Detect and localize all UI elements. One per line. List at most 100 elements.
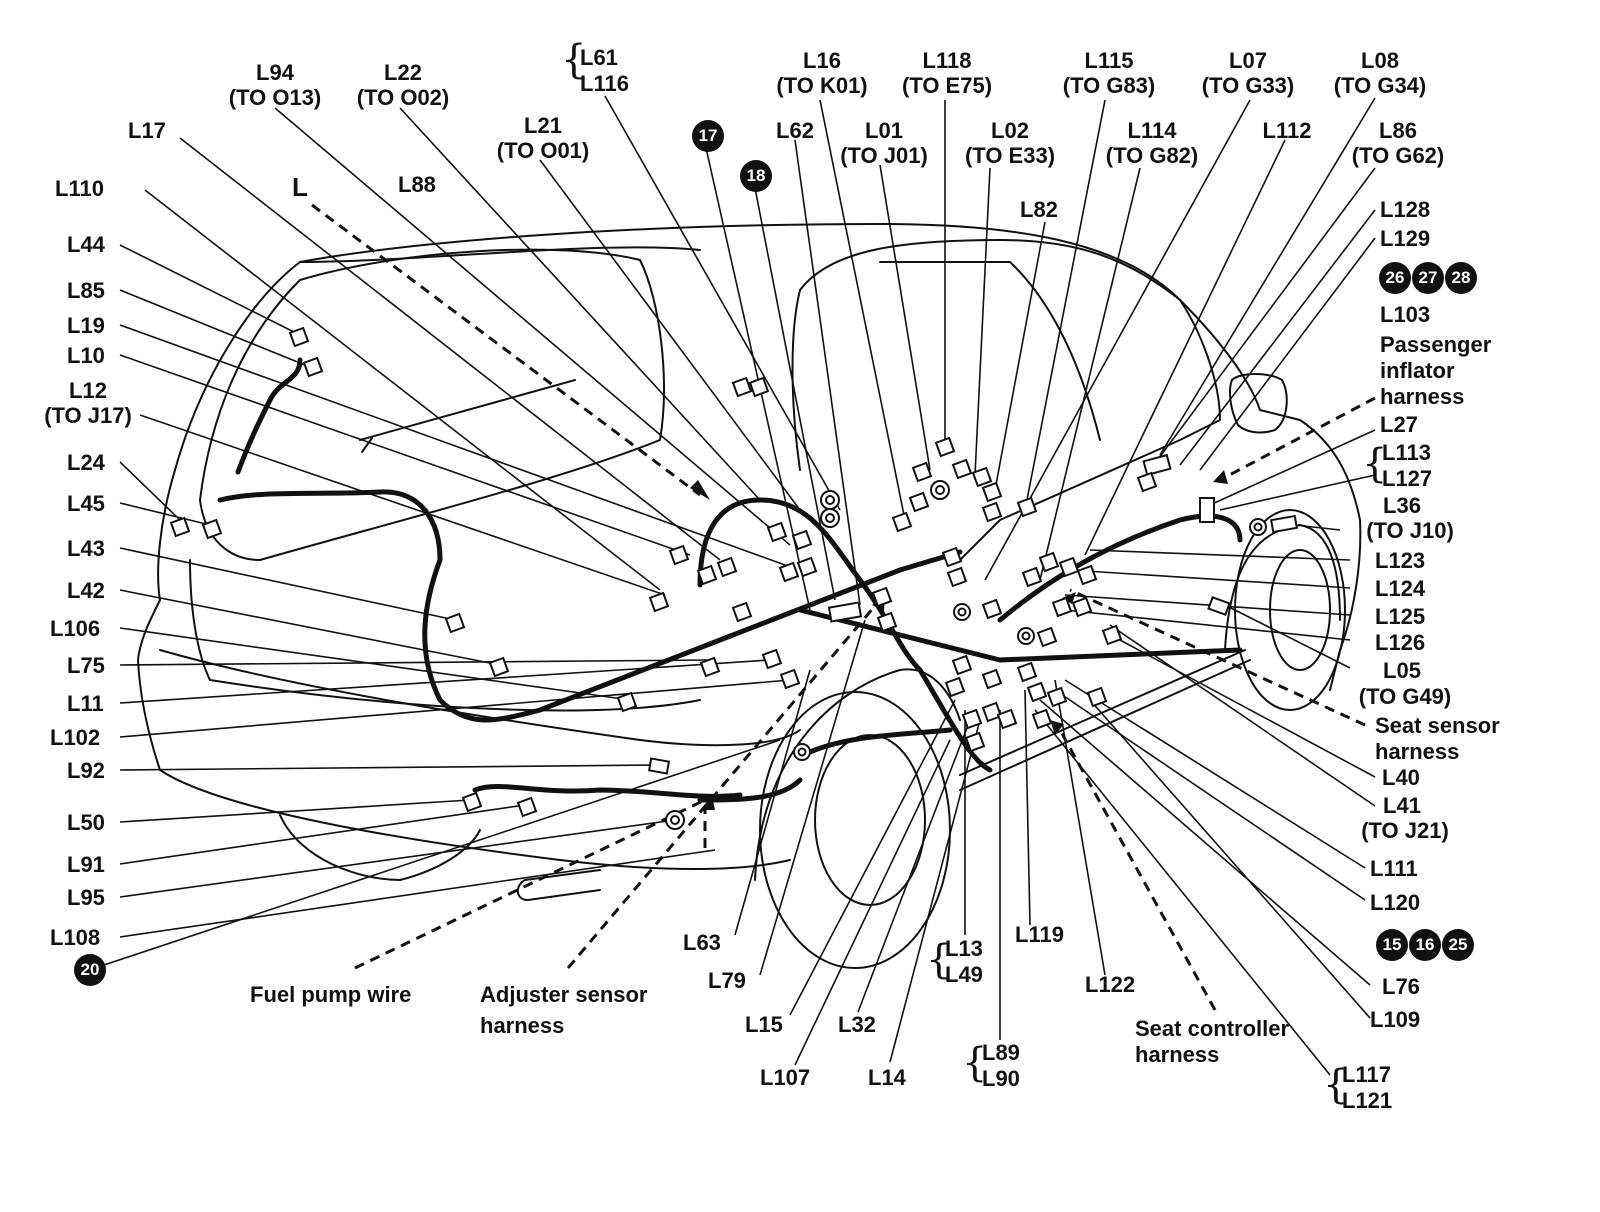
side-mirror [1229, 373, 1288, 434]
harness-front [997, 513, 1243, 623]
brace-icon: { [926, 937, 952, 983]
connector-icon [1046, 686, 1068, 708]
label-seat-sensor-line2: harness [1375, 739, 1460, 764]
lower-sill-2 [959, 649, 1246, 776]
harness-floor [797, 607, 1243, 663]
callout-badge-20: 20 [74, 954, 106, 986]
connector-icon [288, 326, 310, 348]
connector-icon [731, 376, 753, 398]
label-l43: L43 [67, 536, 105, 561]
label-l49: L49 [945, 962, 983, 987]
label-l111: L111 [1370, 856, 1418, 881]
label-l19: L19 [67, 313, 105, 338]
connector-icon [876, 611, 898, 633]
connector-icon [1101, 624, 1123, 646]
arrowhead [1050, 720, 1064, 735]
label-l123: L123 [1375, 548, 1426, 573]
connector-icon [647, 757, 671, 775]
connector-icon [1058, 556, 1080, 578]
connector-icon [201, 518, 223, 540]
label-l118-to: (TO E75) [901, 73, 993, 98]
connector-icon [461, 791, 483, 813]
tailgate-line [189, 559, 701, 712]
rear-window [199, 248, 665, 561]
label-l17: L17 [128, 118, 166, 143]
label-l16: L16 [803, 48, 841, 73]
callout-badge-17: 17 [692, 120, 724, 152]
arrowhead [700, 796, 715, 810]
brace-icon: { [1323, 1062, 1349, 1108]
label-l94-to: (TO O13) [228, 85, 322, 110]
label-l16-to: (TO K01) [776, 73, 868, 98]
connector-icon [981, 598, 1003, 620]
connector-icon [766, 521, 788, 543]
label-l88: L88 [398, 172, 436, 197]
connector-icon [668, 544, 690, 566]
lower-sill [959, 659, 1251, 791]
label-seat-sensor-line1: Seat sensor [1375, 713, 1500, 738]
label-l75: L75 [67, 653, 105, 678]
callout-badge-15: 15 [1376, 929, 1408, 961]
connector-icon [946, 566, 968, 588]
arrowhead [1062, 592, 1076, 604]
label-l02: L02 [991, 118, 1029, 143]
arrowhead [1213, 470, 1228, 484]
harness-rear [217, 357, 963, 723]
label-l13: L13 [945, 936, 983, 961]
label-l21: L21 [524, 113, 562, 138]
label-l103: L103 [1380, 302, 1431, 327]
connector-icon [1026, 681, 1048, 703]
connector-icon [908, 491, 930, 513]
connector-icon [696, 564, 718, 586]
connector-icon [981, 481, 1003, 503]
connector-icon [796, 556, 818, 578]
exhaust [516, 869, 601, 901]
connector-icon [1031, 708, 1053, 730]
label-l110: L110 [55, 176, 104, 201]
car-rear-outline [137, 261, 791, 870]
connector-icon [911, 461, 933, 483]
label-l94: L94 [256, 60, 294, 85]
car-body-outline [299, 223, 1362, 691]
label-l124: L124 [1375, 576, 1426, 601]
wiper [359, 379, 576, 453]
label-l102: L102 [50, 725, 101, 750]
label-l76: L76 [1382, 974, 1420, 999]
rear-wheel-outer [759, 691, 951, 969]
callout-badge-18: 18 [740, 160, 772, 192]
label-l109: L109 [1370, 1007, 1421, 1032]
label-l27: L27 [1380, 412, 1418, 437]
connector-icon [648, 591, 670, 613]
label-l92: L92 [67, 758, 105, 783]
label-l14: L14 [868, 1065, 906, 1090]
connector-icon [444, 612, 466, 634]
label-adjuster-line2: harness [480, 1013, 565, 1038]
brace-icon: { [962, 1040, 988, 1086]
connector-icon [1016, 496, 1038, 518]
label-l08-to: (TO G34) [1333, 73, 1427, 98]
harness-center [697, 497, 993, 773]
callout-badge-16: 16 [1409, 929, 1441, 961]
label-l122: L122 [1085, 972, 1136, 997]
label-l120: L120 [1370, 890, 1421, 915]
label-l116: L116 [580, 71, 629, 96]
callout-badge-28: 28 [1445, 262, 1477, 294]
connector-icon [1021, 566, 1043, 588]
connector-icon [871, 586, 893, 608]
connector-icon [981, 668, 1003, 690]
label-l107: L107 [760, 1065, 811, 1090]
brace-icon: { [561, 37, 587, 83]
connector-icon [944, 676, 966, 698]
roof-line [299, 246, 701, 263]
label-l36-to: (TO J10) [1366, 518, 1454, 543]
connector-icon [981, 501, 1003, 523]
connector-icon [1016, 661, 1038, 683]
connector-icon [981, 701, 1003, 723]
connector-icon [891, 511, 913, 533]
label-passenger-line2: inflator [1380, 358, 1455, 383]
label-l114-to: (TO G82) [1105, 143, 1199, 168]
connector-icon [827, 601, 863, 623]
label-l117: L117 [1342, 1062, 1391, 1087]
door-frame-inner [879, 261, 1101, 441]
